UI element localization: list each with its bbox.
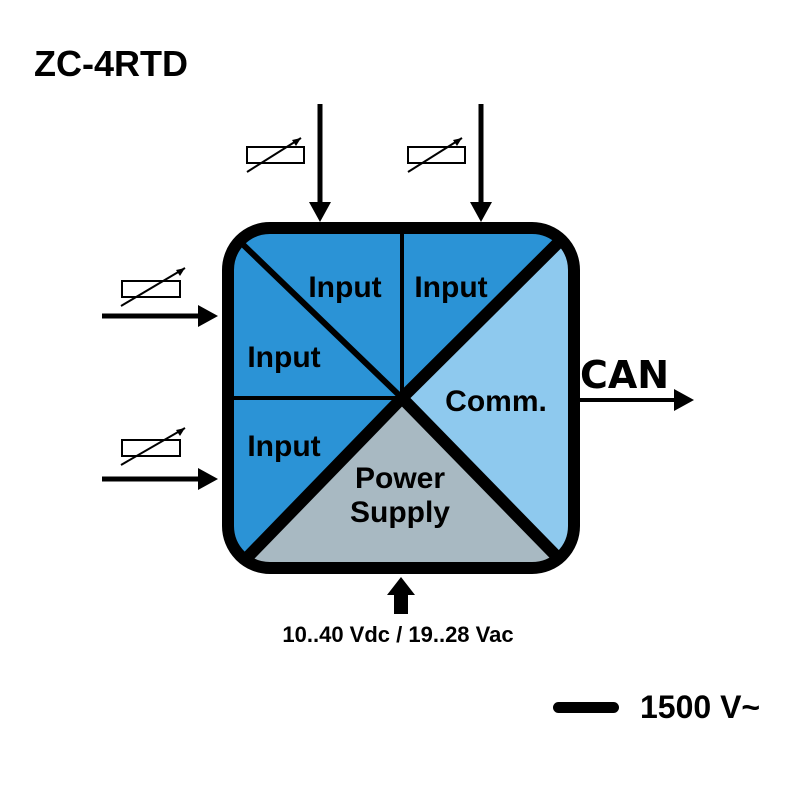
variable-resistor-icon	[407, 137, 466, 173]
isolation-line-icon	[553, 702, 619, 713]
can-label: CAN	[580, 353, 669, 397]
power-label: Supply	[350, 496, 450, 529]
input-label: Input	[247, 430, 320, 463]
divider-line	[397, 228, 574, 403]
variable-resistor-icon	[246, 137, 305, 173]
comm-label: Comm.	[445, 385, 547, 418]
comm-region	[402, 228, 574, 568]
input-arrow-left-1	[102, 305, 218, 327]
input-arrow-left-2	[102, 468, 218, 490]
supply-voltage-label: 10..40 Vdc / 19..28 Vac	[282, 622, 513, 647]
can-output-arrow	[577, 389, 694, 411]
module-box: Input Input Input Input Comm. Power Supp…	[222, 222, 580, 574]
power-region	[228, 398, 574, 568]
input-label: Input	[414, 271, 487, 304]
page-title: ZC-4RTD	[34, 43, 188, 84]
isolation-label: 1500 V~	[640, 689, 760, 725]
power-input-arrow	[387, 577, 415, 614]
input-arrow-top-1	[309, 104, 331, 222]
variable-resistor-icon	[120, 267, 186, 307]
power-label: Power	[355, 462, 445, 495]
variable-resistor-icon	[120, 427, 186, 466]
input-label: Input	[308, 271, 381, 304]
divider-line	[397, 393, 570, 568]
divider-line	[228, 229, 405, 401]
isolation-legend: 1500 V~	[553, 689, 760, 725]
input-label: Input	[247, 341, 320, 374]
module-outline	[222, 222, 580, 574]
divider-line	[235, 393, 407, 568]
input-arrow-top-2	[470, 104, 492, 222]
